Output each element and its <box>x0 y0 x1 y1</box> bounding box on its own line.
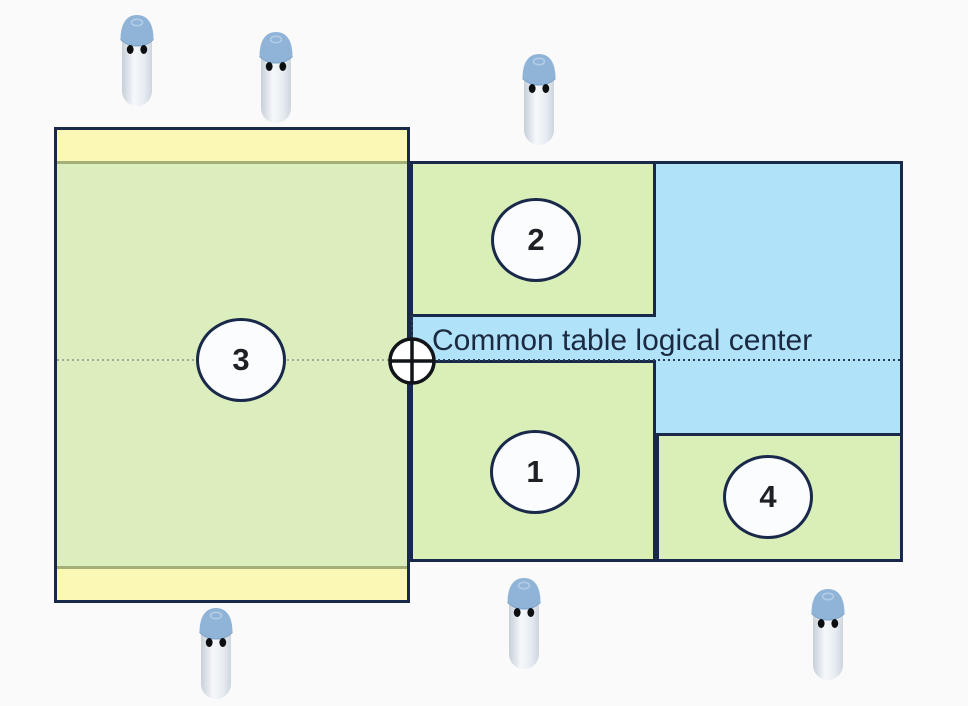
player-pawn-icon <box>519 51 559 146</box>
crosshair-icon <box>388 337 436 385</box>
player-pawn-icon <box>196 605 236 700</box>
seat-1-badge: 1 <box>490 430 580 514</box>
hand-zone-strip-bottom <box>57 566 407 600</box>
player-pawn-icon <box>504 575 544 670</box>
center-label: Common table logical center <box>432 324 813 357</box>
player-pawn-icon <box>117 12 157 107</box>
player-pawn-icon <box>808 586 848 681</box>
table3-rect <box>54 127 410 603</box>
seat-2-label: 2 <box>527 222 545 257</box>
hand-zone-strip-top <box>57 130 407 164</box>
seat-3-label: 3 <box>232 342 250 377</box>
center-dotted-line-vertical <box>411 315 413 341</box>
seat-4-badge: 4 <box>723 455 813 539</box>
seat-2-badge: 2 <box>491 198 581 282</box>
seat-4-label: 4 <box>759 479 777 514</box>
player-pawn-icon <box>256 29 296 124</box>
center-dotted-line-right <box>413 359 901 361</box>
seat-1-label: 1 <box>526 454 544 489</box>
seat-3-badge: 3 <box>196 318 286 402</box>
